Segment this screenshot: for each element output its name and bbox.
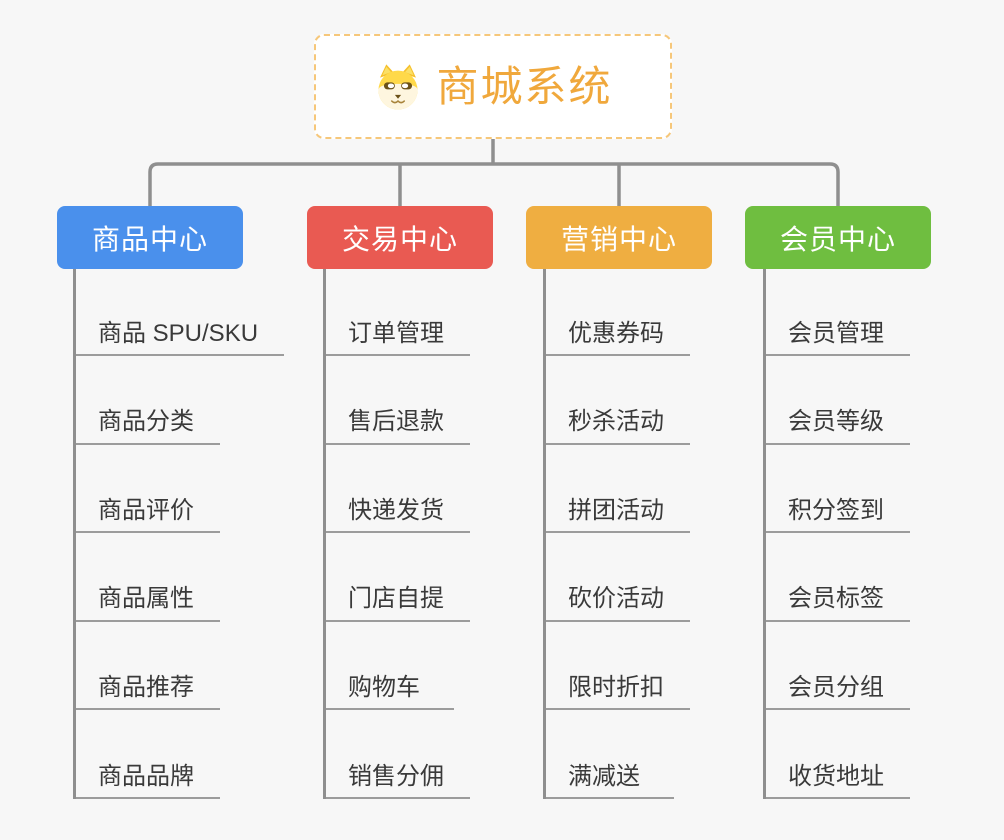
child-label: 门店自提 — [348, 585, 444, 613]
child-label: 优惠券码 — [568, 319, 664, 347]
child-item[interactable]: 收货地址 — [766, 710, 910, 799]
child-label: 满减送 — [568, 762, 640, 790]
child-item[interactable]: 会员管理 — [766, 269, 910, 356]
child-label: 拼团活动 — [568, 496, 664, 524]
child-label: 商品品牌 — [98, 762, 194, 790]
child-item[interactable]: 会员等级 — [766, 356, 910, 445]
child-label: 商品 SPU/SKU — [98, 319, 259, 347]
branch-label: 会员中心 — [779, 223, 896, 255]
child-item[interactable]: 商品分类 — [76, 356, 220, 445]
child-label: 快递发货 — [348, 496, 444, 524]
child-label: 会员管理 — [788, 319, 884, 347]
branch-children-3: 会员管理 会员等级 积分签到 会员标签 会员分组 收货地址 — [763, 269, 910, 799]
child-item[interactable]: 会员分组 — [766, 622, 910, 711]
child-label: 积分签到 — [788, 496, 884, 524]
branch-header-1[interactable]: 交易中心 — [307, 206, 493, 269]
branch-header-3[interactable]: 会员中心 — [745, 206, 931, 269]
child-item[interactable]: 购物车 — [326, 622, 454, 711]
branch-children-2: 优惠券码 秒杀活动 拼团活动 砍价活动 限时折扣 满减送 — [543, 269, 690, 799]
dog-face-icon — [378, 63, 419, 110]
child-item[interactable]: 商品 SPU/SKU — [76, 269, 285, 356]
root-title: 商城系统 — [436, 62, 613, 110]
child-item[interactable]: 优惠券码 — [546, 269, 690, 356]
child-label: 商品评价 — [98, 496, 194, 524]
child-item[interactable]: 秒杀活动 — [546, 356, 690, 445]
branch-header-2[interactable]: 营销中心 — [526, 206, 712, 269]
child-label: 订单管理 — [348, 319, 444, 347]
child-item[interactable]: 积分签到 — [766, 445, 910, 534]
child-label: 会员等级 — [788, 408, 884, 436]
child-label: 会员分组 — [788, 673, 884, 701]
child-label: 收货地址 — [788, 762, 884, 790]
child-item[interactable]: 商品评价 — [76, 445, 220, 534]
child-label: 限时折扣 — [568, 673, 664, 701]
child-label: 会员标签 — [788, 585, 884, 613]
child-label: 商品属性 — [98, 585, 194, 613]
root-node-mall-system[interactable]: 商城系统 — [314, 34, 672, 139]
child-label: 商品推荐 — [98, 673, 194, 701]
child-label: 商品分类 — [98, 408, 194, 436]
child-item[interactable]: 售后退款 — [326, 356, 470, 445]
child-item[interactable]: 门店自提 — [326, 533, 470, 622]
child-item[interactable]: 销售分佣 — [326, 710, 470, 799]
child-item[interactable]: 满减送 — [546, 710, 674, 799]
child-label: 购物车 — [348, 673, 420, 701]
child-item[interactable]: 拼团活动 — [546, 445, 690, 534]
branch-label: 营销中心 — [560, 223, 677, 255]
branch-children-1: 订单管理 售后退款 快递发货 门店自提 购物车 销售分佣 — [323, 269, 470, 799]
child-item[interactable]: 快递发货 — [326, 445, 470, 534]
child-item[interactable]: 砍价活动 — [546, 533, 690, 622]
child-label: 砍价活动 — [568, 585, 664, 613]
child-item[interactable]: 订单管理 — [326, 269, 470, 356]
branch-label: 交易中心 — [341, 223, 458, 255]
child-item[interactable]: 商品属性 — [76, 533, 220, 622]
child-item[interactable]: 会员标签 — [766, 533, 910, 622]
child-item[interactable]: 商品推荐 — [76, 622, 220, 711]
child-label: 秒杀活动 — [568, 408, 664, 436]
child-label: 销售分佣 — [348, 762, 444, 790]
child-item[interactable]: 商品品牌 — [76, 710, 220, 799]
child-label: 售后退款 — [348, 408, 444, 436]
branch-label: 商品中心 — [91, 223, 208, 255]
child-item[interactable]: 限时折扣 — [546, 622, 690, 711]
branch-header-0[interactable]: 商品中心 — [57, 206, 243, 269]
branch-children-0: 商品 SPU/SKU 商品分类 商品评价 商品属性 商品推荐 商品品牌 — [73, 269, 285, 799]
